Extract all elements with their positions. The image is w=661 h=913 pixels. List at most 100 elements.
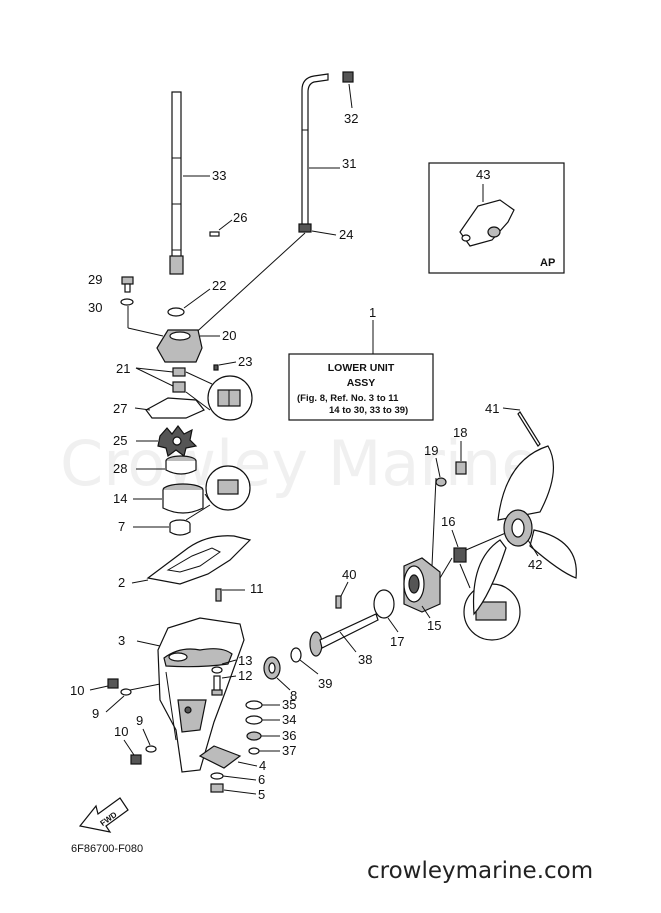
callout-7: 7	[118, 519, 125, 534]
washer-6-part[interactable]	[210, 772, 224, 780]
callout-36: 36	[282, 728, 296, 743]
callout-23: 23	[238, 354, 252, 369]
callout-27: 27	[113, 401, 127, 416]
impeller-cup-part[interactable]	[165, 455, 197, 475]
dowel-pin-part[interactable]	[213, 364, 219, 371]
callout-10-lower: 10	[114, 724, 128, 739]
callout-25: 25	[113, 433, 127, 448]
shift-rod-end-part[interactable]	[342, 71, 354, 83]
anode-part[interactable]	[459, 199, 515, 247]
callout-12: 12	[238, 668, 252, 683]
callout-9-lower: 9	[136, 713, 143, 728]
callout-5: 5	[258, 787, 265, 802]
shim-35-part[interactable]	[245, 700, 263, 710]
callout-31: 31	[342, 156, 356, 171]
forward-arrow-icon: FWD	[78, 797, 129, 833]
plug-10-lower-part[interactable]	[130, 754, 142, 765]
gasket-9-lower-part[interactable]	[145, 745, 157, 753]
cotter-pin-part[interactable]	[517, 411, 541, 447]
washer-19-part[interactable]	[435, 477, 447, 487]
pin-part[interactable]	[209, 231, 220, 237]
callout-21: 21	[116, 361, 130, 376]
callout-11: 11	[250, 581, 264, 596]
insert-cartridge-part[interactable]	[172, 367, 186, 393]
callout-32: 32	[344, 111, 358, 126]
bearing-36-part[interactable]	[246, 731, 262, 741]
bolt-12-part[interactable]	[211, 675, 223, 696]
callout-4: 4	[259, 758, 266, 773]
detail-circle-upper	[207, 375, 253, 421]
shift-rod-nut-part[interactable]	[298, 223, 312, 233]
callout-40: 40	[342, 567, 356, 582]
detail-circle-spacer	[463, 583, 521, 641]
callout-8: 8	[290, 688, 297, 703]
plug-10-upper-part[interactable]	[107, 678, 119, 689]
propeller-part[interactable]	[472, 445, 577, 616]
trim-tab-part[interactable]	[198, 745, 242, 769]
assy-box-title: LOWER UNIT	[328, 362, 395, 374]
callout-37: 37	[282, 743, 296, 758]
washer-part[interactable]	[120, 298, 134, 306]
callout-10-upper: 10	[70, 683, 84, 698]
callout-22: 22	[212, 278, 226, 293]
callout-2: 2	[118, 575, 125, 590]
gasket-part[interactable]	[146, 535, 252, 585]
ap-label: AP	[540, 257, 555, 269]
bolt-part[interactable]	[121, 276, 134, 293]
impeller-part[interactable]	[157, 425, 198, 458]
callout-30: 30	[88, 300, 102, 315]
outer-plate-part[interactable]	[145, 397, 205, 419]
callout-41: 41	[485, 401, 499, 416]
callout-9-upper: 9	[92, 706, 99, 721]
ball-bearing-part[interactable]	[263, 656, 281, 680]
o-ring-part[interactable]	[167, 307, 185, 317]
callout-38: 38	[358, 652, 372, 667]
callout-20: 20	[222, 328, 236, 343]
assy-box-subtitle: ASSY	[347, 377, 376, 389]
pin-40-part[interactable]	[335, 595, 342, 609]
assy-box-line1: (Fig. 8, Ref. No. 3 to 11	[297, 393, 399, 404]
washer-39-part[interactable]	[290, 647, 302, 663]
callout-24: 24	[339, 227, 353, 242]
straight-pin-part[interactable]	[215, 588, 222, 602]
shift-rod-part[interactable]	[301, 73, 329, 226]
callout-16: 16	[441, 514, 455, 529]
callout-35: 35	[282, 697, 296, 712]
footer-url: crowleymarine.com	[367, 858, 593, 884]
pump-base-part[interactable]	[162, 483, 204, 514]
bolt-5-part[interactable]	[210, 783, 224, 793]
callout-28: 28	[113, 461, 127, 476]
gasket-9-upper-part[interactable]	[120, 688, 132, 696]
lower-unit-assy-box	[288, 353, 434, 421]
assy-box-line2: 14 to 30, 33 to 39)	[329, 405, 408, 416]
drive-shaft-part[interactable]	[169, 91, 184, 275]
pump-housing-part[interactable]	[156, 329, 203, 363]
callout-15: 15	[427, 618, 441, 633]
callout-14: 14	[113, 491, 127, 506]
callout-34: 34	[282, 712, 296, 727]
callout-43: 43	[476, 167, 490, 182]
lower-case-part[interactable]	[157, 617, 245, 773]
detail-circle-lower	[205, 465, 251, 511]
washer-34-part[interactable]	[245, 715, 263, 725]
callout-29: 29	[88, 272, 102, 287]
propeller-shaft-part[interactable]	[309, 613, 379, 657]
shim-37-part[interactable]	[248, 747, 260, 755]
callout-26: 26	[233, 210, 247, 225]
bolt-18-part[interactable]	[455, 461, 467, 475]
spacer-16-part[interactable]	[453, 547, 467, 563]
washer-13-part[interactable]	[211, 666, 223, 674]
callout-17: 17	[390, 634, 404, 649]
callout-18: 18	[453, 425, 467, 440]
oil-seal-part[interactable]	[169, 519, 191, 536]
diagram-code: 6F86700-F080	[71, 843, 143, 855]
callout-33: 33	[212, 168, 226, 183]
callout-39: 39	[318, 676, 332, 691]
callout-1: 1	[369, 305, 376, 320]
callout-3: 3	[118, 633, 125, 648]
watermark-text: Crowley Marine	[60, 427, 539, 500]
propeller-shaft-housing-part[interactable]	[403, 557, 441, 613]
callout-19: 19	[424, 443, 438, 458]
o-ring-17-part[interactable]	[373, 589, 395, 619]
